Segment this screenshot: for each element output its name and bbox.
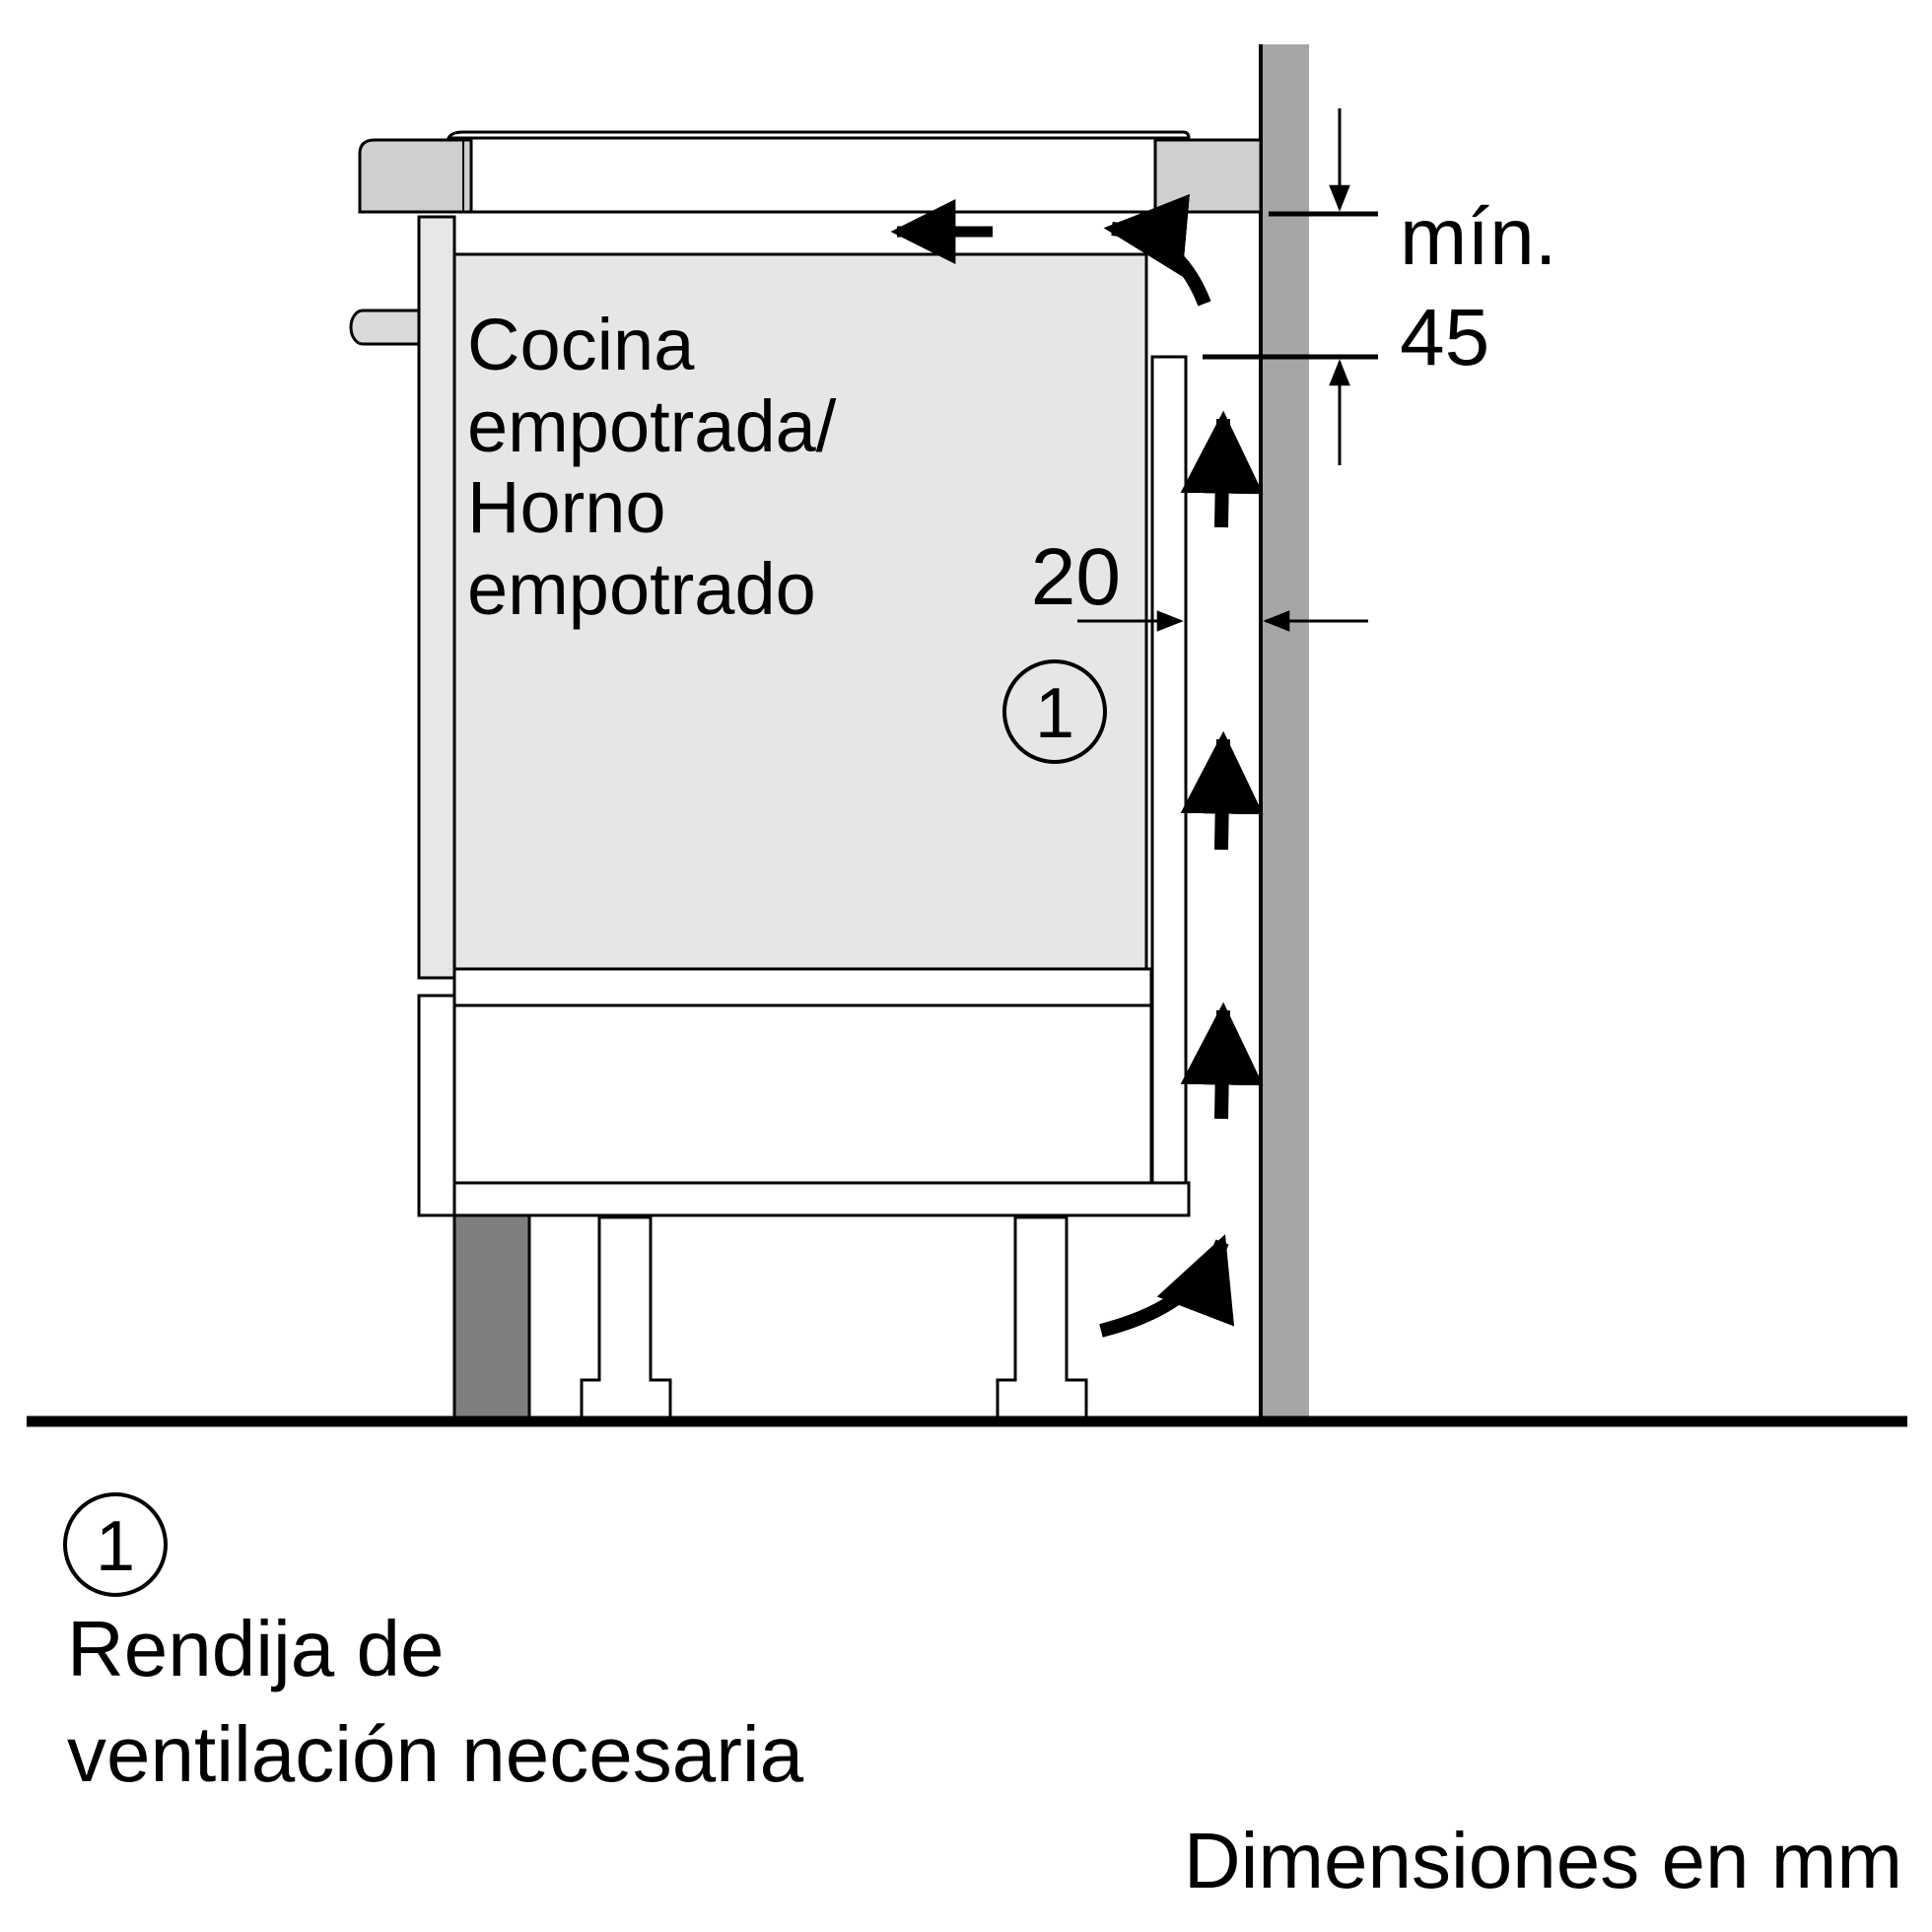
drawer-front-panel xyxy=(417,994,456,1217)
plinth xyxy=(452,1213,531,1421)
airflow-arrow-curve-in xyxy=(1099,1234,1235,1338)
cabinet-shelf xyxy=(452,967,1153,1007)
cabinet-foot xyxy=(580,1215,672,1419)
oven-label-line-3: Horno xyxy=(467,466,666,548)
oven-label-line-2: empotrada/ xyxy=(467,385,837,467)
drawer-compartment xyxy=(452,1003,1153,1185)
cabinet-base xyxy=(452,1181,1191,1217)
cabinet-rear-panel xyxy=(1150,355,1188,1185)
airflow-arrow-up xyxy=(1180,410,1264,528)
airflow-arrow-curve-top xyxy=(1103,193,1211,307)
wall xyxy=(1260,44,1309,1419)
cabinet-foot xyxy=(996,1215,1088,1419)
legend-marker-circle xyxy=(63,1492,168,1597)
ventilation-gap-marker xyxy=(1002,659,1107,764)
clearance-value: 45 xyxy=(1400,293,1489,382)
oven-body xyxy=(452,252,1148,971)
oven-front-panel xyxy=(417,215,456,980)
oven-label-line-4: empotrado xyxy=(467,548,816,630)
airflow-arrows xyxy=(890,193,1264,1338)
units-note: Dimensiones en mm xyxy=(1184,1817,1902,1904)
legend-line-2: ventilación necesaria xyxy=(67,1710,804,1798)
ventilation-gap-marker-number: 1 xyxy=(1035,674,1074,753)
legend-line-1: Rendija de xyxy=(67,1605,445,1692)
legend-marker-number: 1 xyxy=(96,1507,135,1586)
airflow-arrow-up xyxy=(1180,730,1264,851)
oven-handle xyxy=(349,309,421,346)
airflow-arrow-up xyxy=(1180,1001,1264,1120)
clearance-dimension xyxy=(1203,108,1378,465)
clearance-label-min: mín. xyxy=(1400,192,1556,282)
cooktop xyxy=(446,130,1191,214)
oven-label-line-1: Cocina xyxy=(467,304,695,385)
gap-dimension-value: 20 xyxy=(1031,532,1121,622)
